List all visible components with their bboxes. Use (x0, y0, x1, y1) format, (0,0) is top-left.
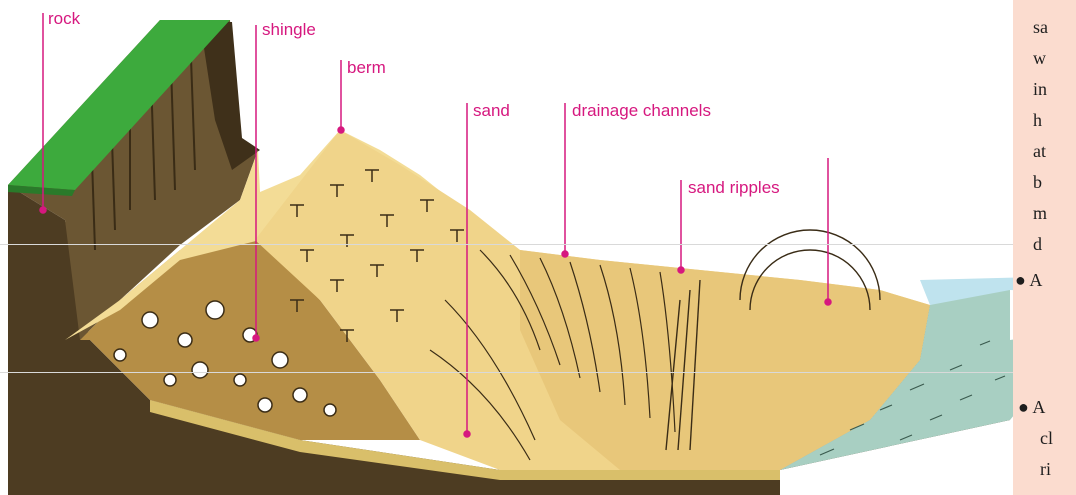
guide-line-bottom (0, 372, 1013, 373)
sidebar-line: at (1033, 136, 1076, 167)
label-sand: sand (473, 101, 510, 121)
sidebar-line: m (1033, 198, 1076, 229)
sidebar-bullets: ● A (1015, 265, 1076, 296)
sidebar-line: cl (1040, 423, 1076, 454)
sidebar-line: ri (1040, 454, 1076, 485)
sidebar-bullet: ● A (1015, 265, 1076, 296)
label-shingle: shingle (262, 20, 316, 40)
sidebar-line: b (1033, 167, 1076, 198)
label-berm: berm (347, 58, 386, 78)
guide-line-top (0, 244, 1013, 245)
label-rock: rock (48, 9, 80, 29)
sidebar-line: sa (1033, 12, 1076, 43)
sidebar-line: in (1033, 74, 1076, 105)
sidebar-line: h (1033, 105, 1076, 136)
sidebar-bullet: ● A (1018, 392, 1076, 423)
label-drainage-channels: drainage channels (572, 101, 711, 121)
label-sand-ripples: sand ripples (688, 178, 780, 198)
sidebar-line: w (1033, 43, 1076, 74)
sidebar-bullets-2: ● A cl ri (1040, 392, 1076, 485)
sidebar-line: d (1033, 229, 1076, 260)
sidebar-text: sa w in h at b m d (1033, 12, 1076, 260)
